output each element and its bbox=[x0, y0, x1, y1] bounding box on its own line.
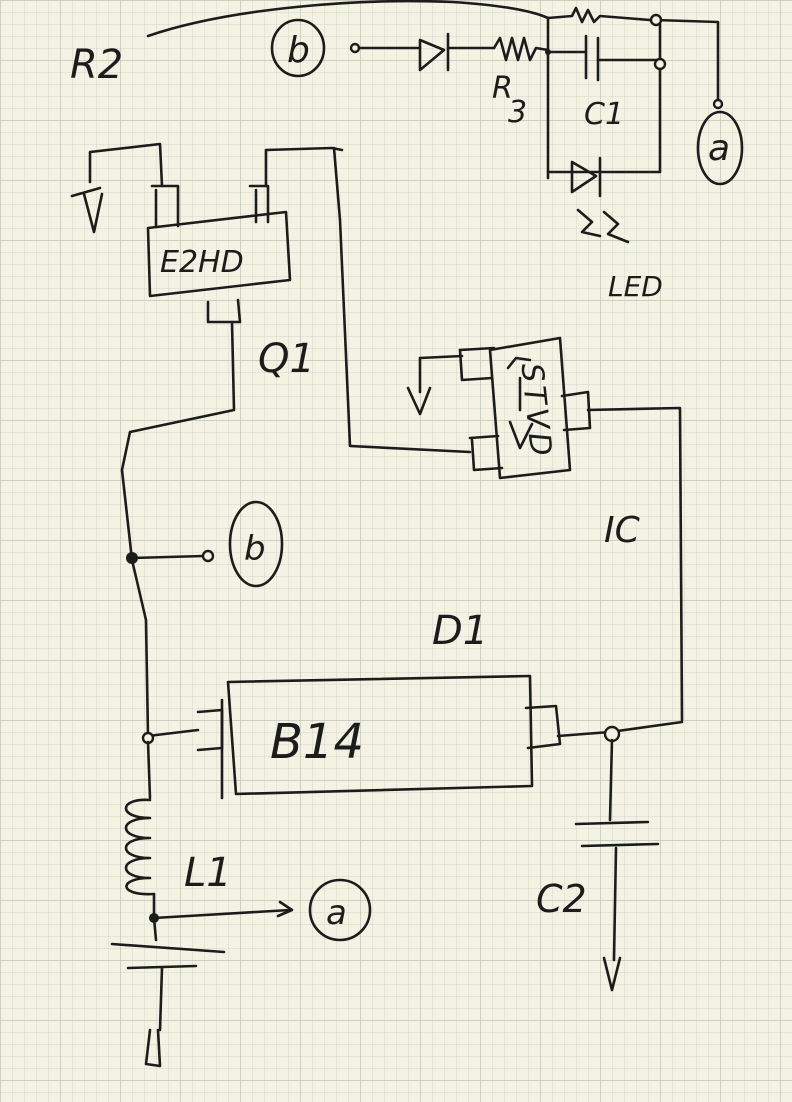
q1-label: Q1 bbox=[258, 336, 315, 382]
d1-part-label: B14 bbox=[270, 714, 364, 770]
r3-label-r: R bbox=[492, 71, 513, 106]
led-label: LED bbox=[608, 270, 663, 303]
r3-subscript: 3 bbox=[508, 95, 527, 130]
q1-transistor bbox=[146, 146, 344, 324]
q1-drain-to-ic-wire bbox=[332, 146, 472, 454]
top-diode bbox=[357, 32, 496, 72]
r3-resistor bbox=[492, 36, 550, 62]
node-b-mid bbox=[228, 500, 284, 588]
ic-part-text: STVD bbox=[496, 346, 566, 476]
c2-label: C2 bbox=[536, 877, 587, 921]
d1-diode-module bbox=[196, 674, 562, 800]
terminal-a-top bbox=[712, 98, 724, 110]
l1-inductor bbox=[124, 740, 156, 918]
node-b-top bbox=[270, 18, 326, 78]
l1-label: L1 bbox=[184, 850, 232, 896]
node-b-mid-label: b bbox=[244, 529, 266, 569]
q1-part-label: E2HD bbox=[160, 245, 244, 280]
node-a-top bbox=[696, 110, 744, 186]
node-b-top-label: b bbox=[287, 30, 310, 71]
node-a-top-label: a bbox=[708, 128, 730, 169]
led bbox=[570, 156, 630, 244]
ic-chip bbox=[406, 336, 684, 722]
c1-junction bbox=[545, 49, 551, 55]
c2-capacitor bbox=[574, 738, 660, 992]
node-a-wire bbox=[152, 900, 294, 920]
node-a-bottom bbox=[308, 878, 372, 942]
d1-label: D1 bbox=[432, 608, 488, 654]
ic-label: IC bbox=[604, 510, 641, 551]
r2-label: R2 bbox=[70, 42, 123, 88]
terminal-b-mid bbox=[201, 549, 215, 563]
left-rail bbox=[130, 558, 200, 738]
battery bbox=[110, 916, 226, 1068]
r2-wire bbox=[146, 0, 550, 38]
c1-right-junction bbox=[653, 57, 667, 71]
ground-top-left bbox=[70, 142, 164, 234]
ic-part-letters: STVD bbox=[513, 361, 559, 462]
q1-output-wire bbox=[120, 320, 236, 562]
node-a-bottom-label: a bbox=[326, 893, 347, 933]
node-b-wire bbox=[130, 554, 206, 560]
c1-top-junction bbox=[649, 13, 663, 27]
c1-label: C1 bbox=[584, 97, 624, 132]
